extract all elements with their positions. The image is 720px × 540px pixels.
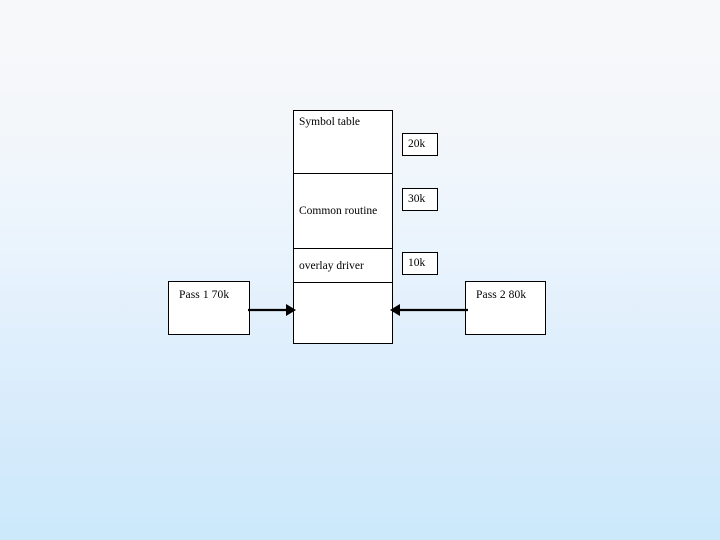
arrow-pass2-to-memory — [390, 304, 468, 316]
memory-segment-label-symbol-table: Symbol table — [299, 116, 361, 128]
memory-segment-symbol-table: Symbol table — [294, 111, 392, 173]
memory-segment-free-space — [294, 282, 392, 343]
arrow-pass1-to-memory — [248, 304, 296, 316]
size-tag-label-30k: 30k — [408, 193, 426, 205]
pass1-box: Pass 1 70k — [168, 281, 250, 335]
memory-segment-label-common-routine: Common routine — [299, 205, 378, 217]
size-tag-20k: 20k — [402, 133, 438, 156]
pass1-label: Pass 1 70k — [179, 289, 230, 301]
size-tag-30k: 30k — [402, 188, 438, 211]
pass2-label: Pass 2 80k — [476, 289, 527, 301]
size-tag-label-20k: 20k — [408, 138, 426, 150]
size-tag-10k: 10k — [402, 252, 438, 275]
memory-segment-label-overlay-driver: overlay driver — [299, 260, 364, 272]
memory-segment-common-routine: Common routine — [294, 173, 392, 248]
memory-segment-overlay-driver: overlay driver — [294, 248, 392, 282]
pass2-box: Pass 2 80k — [465, 281, 546, 335]
size-tag-label-10k: 10k — [408, 257, 426, 269]
memory-column: Symbol table Common routine overlay driv… — [293, 110, 393, 344]
